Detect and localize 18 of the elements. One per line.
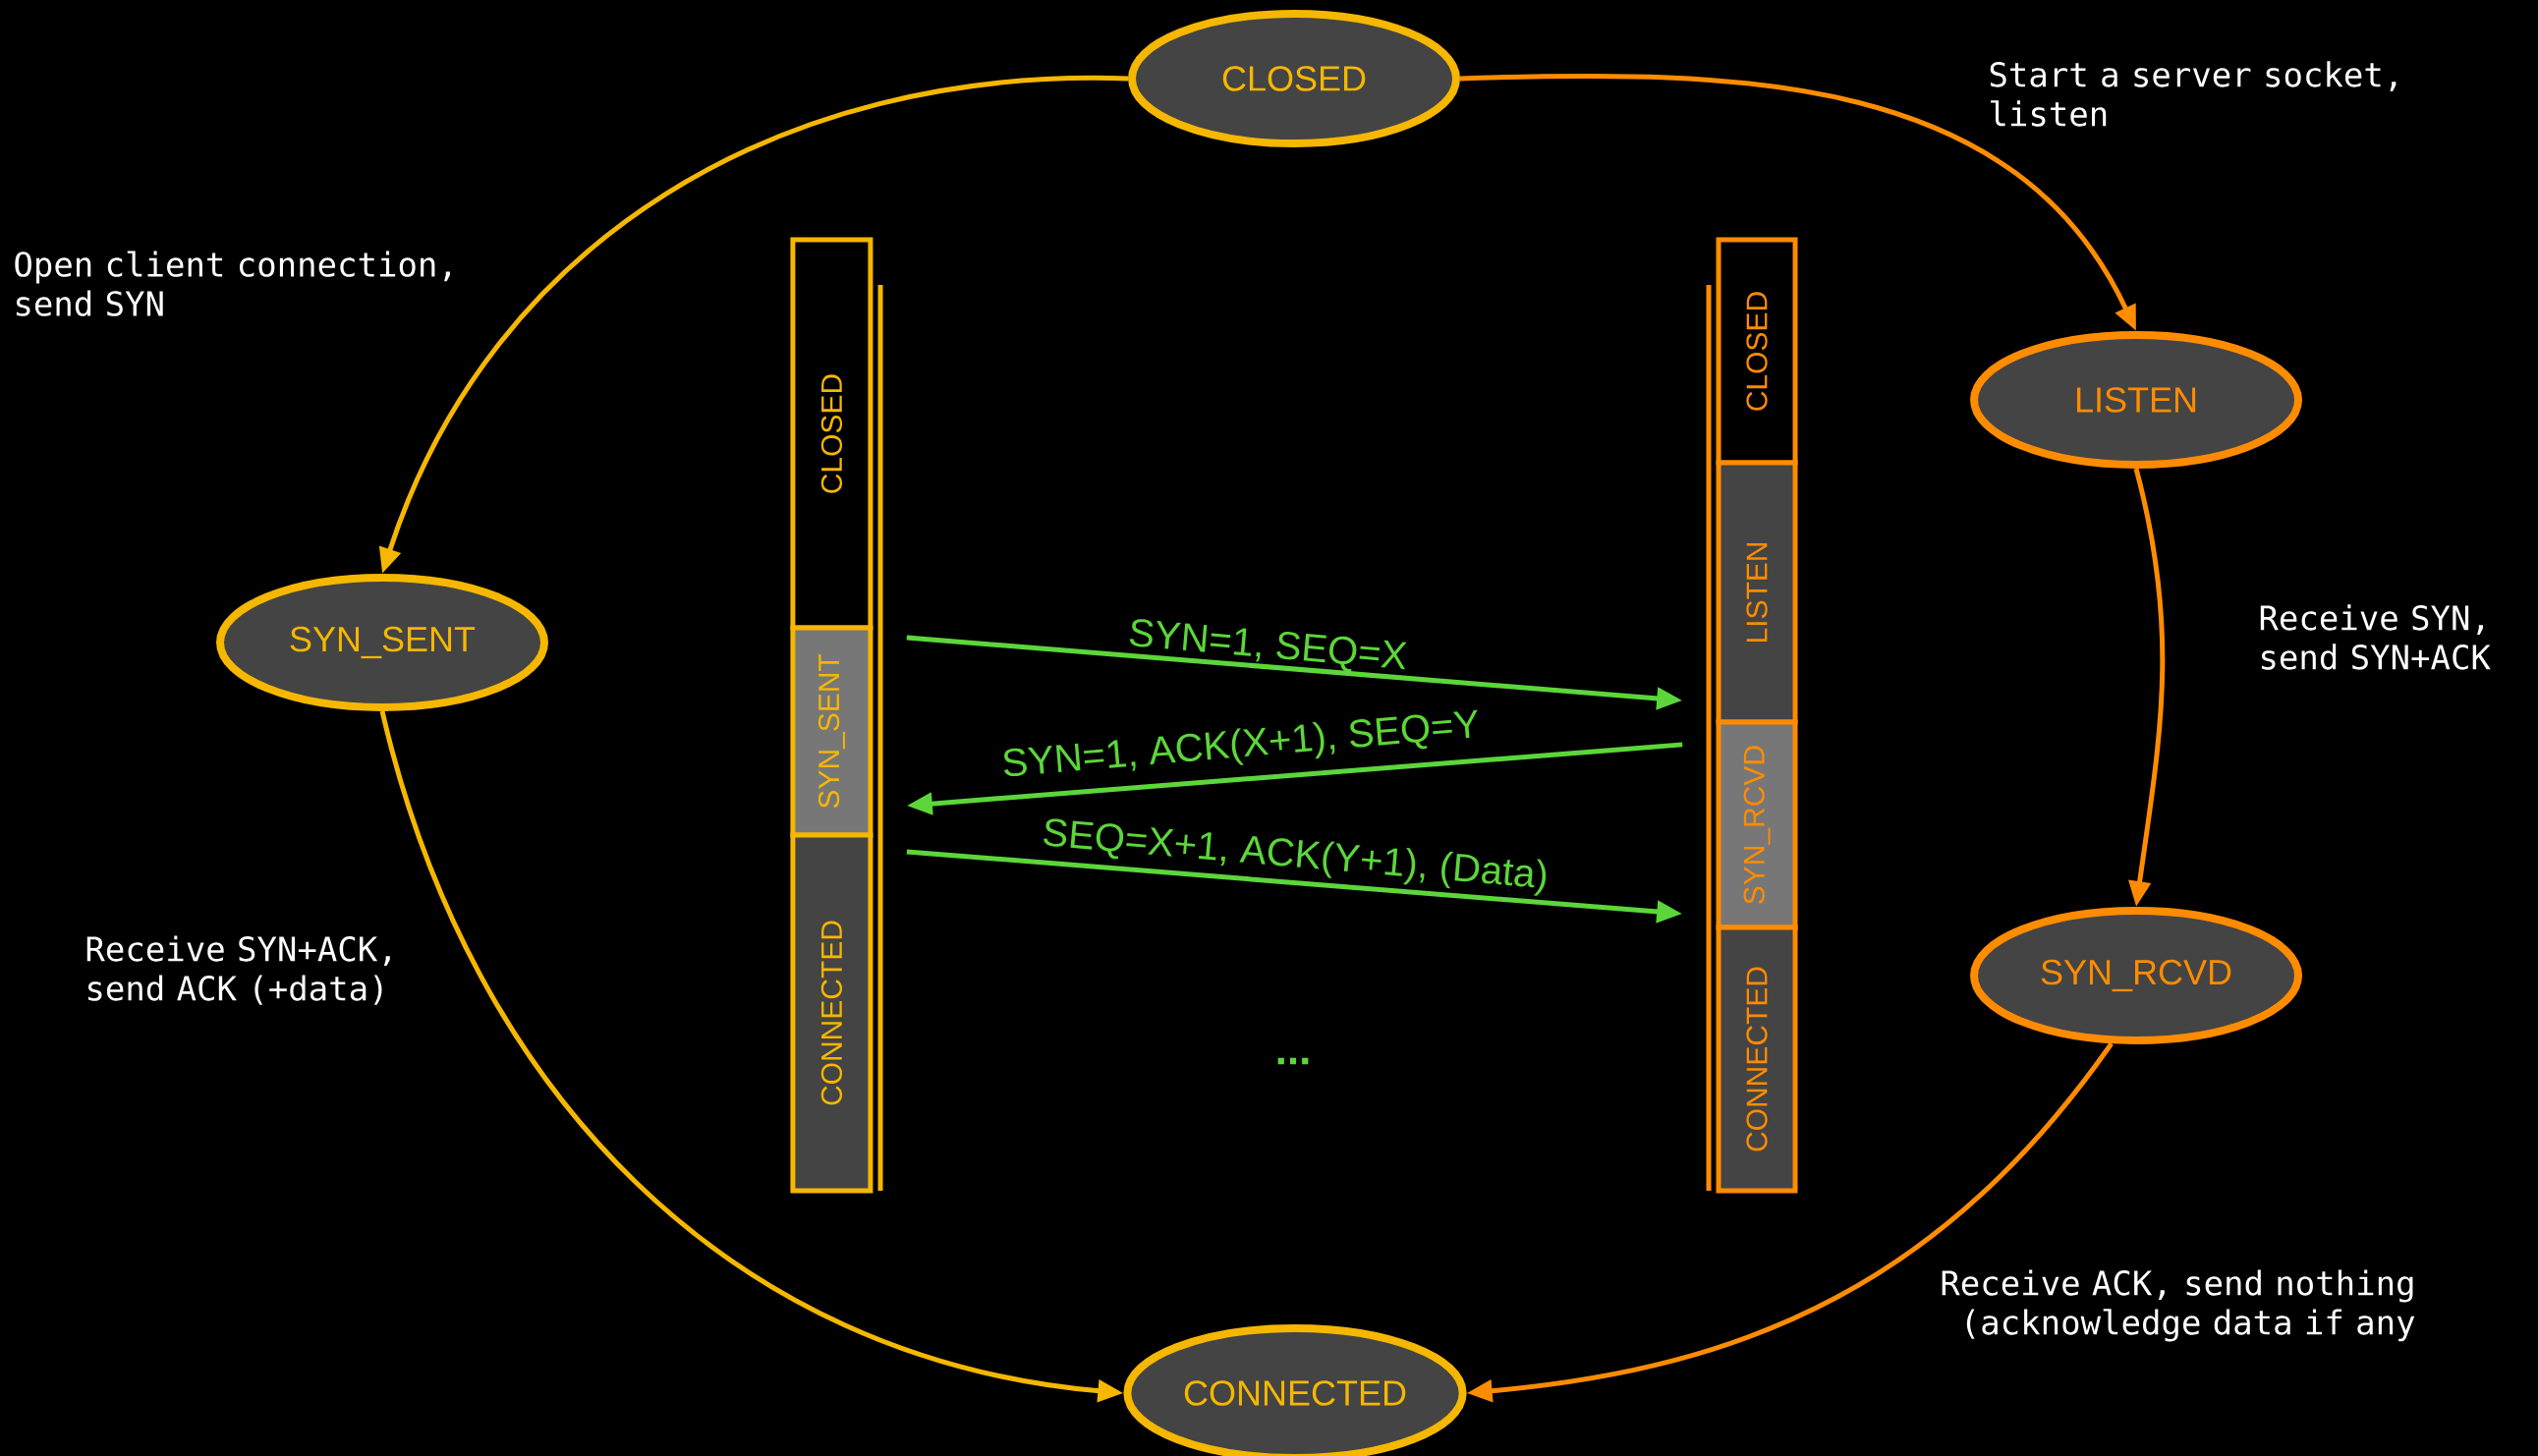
state-segment: SYN_RCVD [1716,719,1798,930]
state-segment: CLOSED [790,237,874,631]
state-segment: CONNECTED [790,832,874,1194]
state-segment: CLOSED [1716,237,1798,466]
state-segment: CONNECTED [1716,924,1798,1194]
edge-label: Receive SYN, send SYN+ACK [2260,604,2491,670]
lifeline [877,285,883,1191]
message-label: SYN=1, ACK(X+1), SEQ=Y [1004,709,1478,777]
state-segment: SYN_SENT [790,625,874,838]
lifeline [1706,285,1712,1191]
message-label: SYN=1, SEQ=X [1129,619,1407,672]
state-segment: LISTEN [1716,460,1798,725]
edge-label: Receive SYN+ACK, send ACK (+data) [86,935,390,1005]
edge-label: Open client connection, send SYN [15,251,450,316]
message-label: SEQ=X+1, ACK(Y+1), (Data) [1043,818,1547,896]
edge-label: Receive ACK, send nothing (acknowledge data if any [1942,1269,2415,1342]
ellipsis-label: ... [1277,1057,1309,1065]
edge-label: Start a server socket, listen [1990,61,2397,127]
